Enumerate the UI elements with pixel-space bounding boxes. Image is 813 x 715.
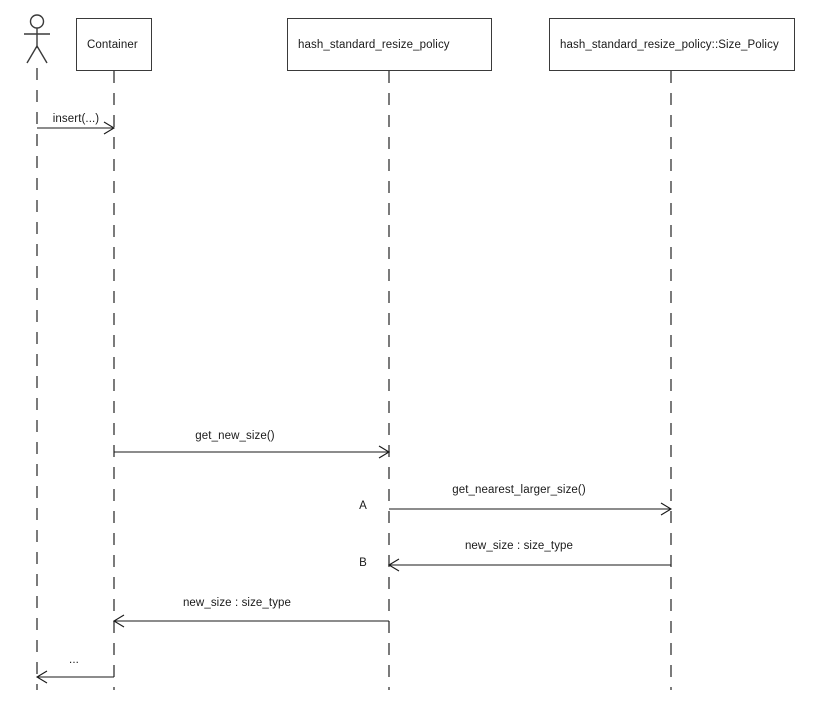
- participant-label-hash-standard-resize-policy: hash_standard_resize_policy: [298, 38, 450, 51]
- message-label-new-size-return-inner: new_size : size_type: [464, 540, 574, 552]
- message-label-get-new-size: get_new_size(): [195, 430, 275, 442]
- participant-box-hash-standard-resize-policy[interactable]: hash_standard_resize_policy: [287, 18, 492, 71]
- participant-box-container[interactable]: Container: [76, 18, 152, 71]
- message-arrow-get-nearest-larger-size: [389, 502, 673, 516]
- lifelines-group: [36, 68, 672, 690]
- actor-icon: [24, 14, 50, 64]
- message-label-new-size-return-outer: new_size : size_type: [182, 597, 292, 609]
- message-label-ellipsis-return: ...: [69, 654, 79, 666]
- participant-label-container: Container: [87, 38, 138, 51]
- message-label-get-nearest-larger-size: get_nearest_larger_size(): [452, 484, 586, 496]
- sequence-marker-b: B: [359, 557, 367, 569]
- message-arrow-get-new-size: [114, 445, 391, 459]
- messages-group: [35, 121, 673, 684]
- message-label-insert: insert(...): [52, 113, 100, 125]
- message-arrow-new-size-return-outer: [112, 614, 389, 628]
- message-arrow-insert: [37, 121, 116, 135]
- sequence-marker-a: A: [359, 500, 367, 512]
- participant-box-hash-standard-resize-policy-size-policy[interactable]: hash_standard_resize_policy::Size_Policy: [549, 18, 795, 71]
- message-arrow-new-size-return-inner: [387, 558, 671, 572]
- participant-label-hash-standard-resize-policy-size-policy: hash_standard_resize_policy::Size_Policy: [560, 38, 779, 51]
- message-arrow-ellipsis-return: [35, 670, 114, 684]
